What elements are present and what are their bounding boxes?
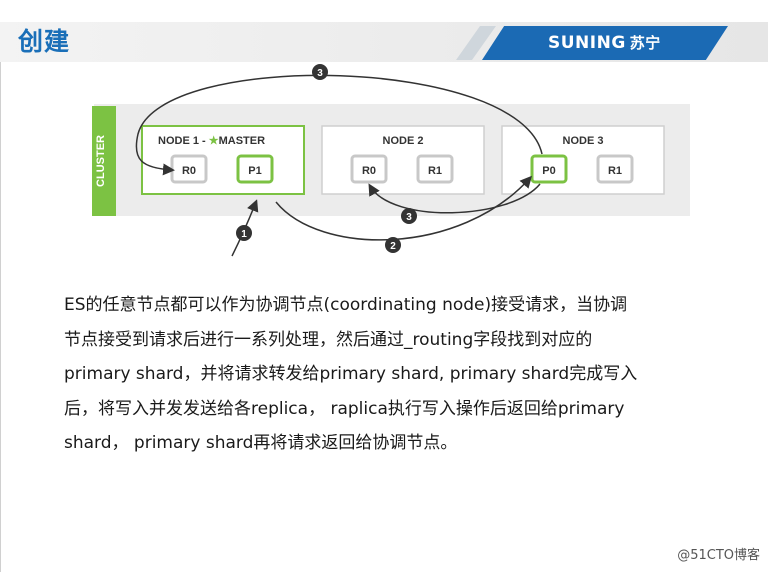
cluster-diagram: CLUSTER NODE 1 - ★MASTER R0 P1 NODE 2 R0…	[92, 64, 690, 257]
svg-text:3: 3	[317, 68, 323, 79]
shard-label: R0	[362, 165, 376, 177]
node-3-title: NODE 3	[563, 135, 604, 147]
slide-title: 创建	[18, 27, 71, 56]
shard-label: P1	[248, 165, 261, 177]
brand-logo-en: SUNING	[548, 33, 626, 53]
body-line: shard， primary shard再将请求返回给协调节点。	[64, 433, 458, 453]
shard-box	[350, 154, 388, 184]
cluster-label-bar	[92, 106, 116, 216]
body-line: 后，将写入并发发送给各replica， raplica执行写入操作后返回给pri…	[64, 398, 625, 419]
node-2: NODE 2 R0 R1	[321, 125, 485, 195]
svg-text:1: 1	[241, 229, 247, 240]
body-line: ES的任意节点都可以作为协调节点(coordinating node)接受请求，…	[64, 295, 628, 315]
body-paragraph: ES的任意节点都可以作为协调节点(coordinating node)接受请求，…	[64, 288, 704, 461]
svg-text:3: 3	[406, 212, 412, 223]
brand-logo-cn: 苏宁	[629, 34, 661, 52]
step-badge: 2	[385, 237, 401, 253]
shard-box-primary	[530, 154, 568, 184]
step-badge: 3	[401, 208, 417, 224]
step-badge: 1	[236, 225, 252, 241]
shard-label: R0	[182, 165, 196, 177]
logo-band	[482, 26, 728, 60]
shard-box	[596, 154, 634, 184]
watermark: @51CTO博客	[677, 548, 760, 563]
master-star-icon: ★	[209, 135, 219, 147]
body-line: 节点接受到请求后进行一系列处理，然后通过_routing字段找到对应的	[64, 329, 593, 350]
shard-box	[416, 154, 454, 184]
shard-label: R1	[428, 165, 442, 177]
node-1-title: NODE 1 - ★MASTER	[158, 135, 265, 147]
arrow-step-3-top	[135, 74, 543, 176]
shard-label: P0	[542, 165, 555, 177]
shard-box-primary	[236, 154, 274, 184]
cluster-label: CLUSTER	[95, 135, 107, 187]
body-line: primary shard，并将请求转发给primary shard, prim…	[64, 364, 638, 384]
node-3: NODE 3 P0 R1	[501, 125, 665, 195]
node-2-title: NODE 2	[383, 135, 424, 147]
shard-label: R1	[608, 165, 622, 177]
node-1: NODE 1 - ★MASTER R0 P1	[141, 125, 305, 195]
svg-text:2: 2	[390, 241, 396, 252]
step-badge: 3	[312, 64, 328, 80]
arrow-step-3-return	[368, 183, 541, 214]
left-rule	[0, 62, 1, 572]
